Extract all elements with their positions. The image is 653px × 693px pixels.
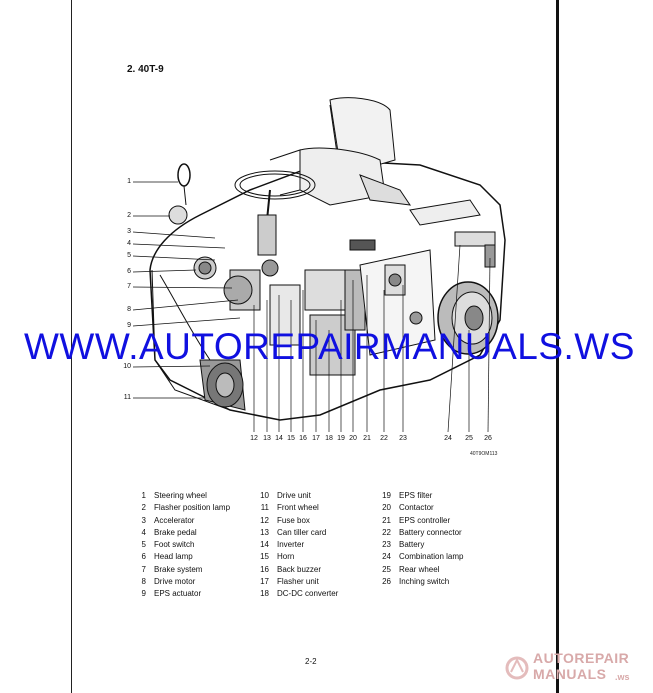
callout-label: 25 [465, 435, 473, 442]
logo-text: MANUALS [533, 666, 607, 682]
callout-label: 17 [312, 435, 320, 442]
callout-label: 20 [349, 435, 357, 442]
callout-label: 24 [444, 435, 452, 442]
callout-label: 7 [127, 283, 131, 290]
callout-label: 18 [325, 435, 333, 442]
callout-label: 14 [275, 435, 283, 442]
section-title: 2. 40T-9 [127, 64, 164, 75]
callout-label: 2 [127, 212, 131, 219]
callout-label: 21 [363, 435, 371, 442]
callout-label: 3 [127, 228, 131, 235]
callout-label: 5 [127, 252, 131, 259]
page-left-border [71, 0, 72, 693]
callout-label: 13 [263, 435, 271, 442]
callout-label: 19 [337, 435, 345, 442]
page-right-border [556, 0, 559, 693]
callout-label: 8 [127, 306, 131, 313]
callout-label: 4 [127, 240, 131, 247]
logo-text: AUTOREPAIR [533, 650, 630, 666]
callout-label: 9 [127, 322, 131, 329]
autorepair-logo-icon [505, 656, 529, 680]
callout-label: 16 [299, 435, 307, 442]
callout-label: 12 [250, 435, 258, 442]
callout-label: 11 [123, 394, 131, 401]
logo-suffix: .ws [615, 672, 630, 682]
watermark-text: WWW.AUTOREPAIRMANUALS.WS [24, 326, 635, 367]
callout-label: 22 [380, 435, 388, 442]
page-number: 2-2 [305, 657, 317, 666]
callout-label: 23 [399, 435, 407, 442]
callout-label: 1 [127, 178, 131, 185]
callout-label: 26 [484, 435, 492, 442]
callout-label: 10 [123, 363, 131, 370]
callout-label: 15 [287, 435, 295, 442]
callout-label: 6 [127, 268, 131, 275]
figure-code: 40T9OM113 [470, 451, 498, 457]
